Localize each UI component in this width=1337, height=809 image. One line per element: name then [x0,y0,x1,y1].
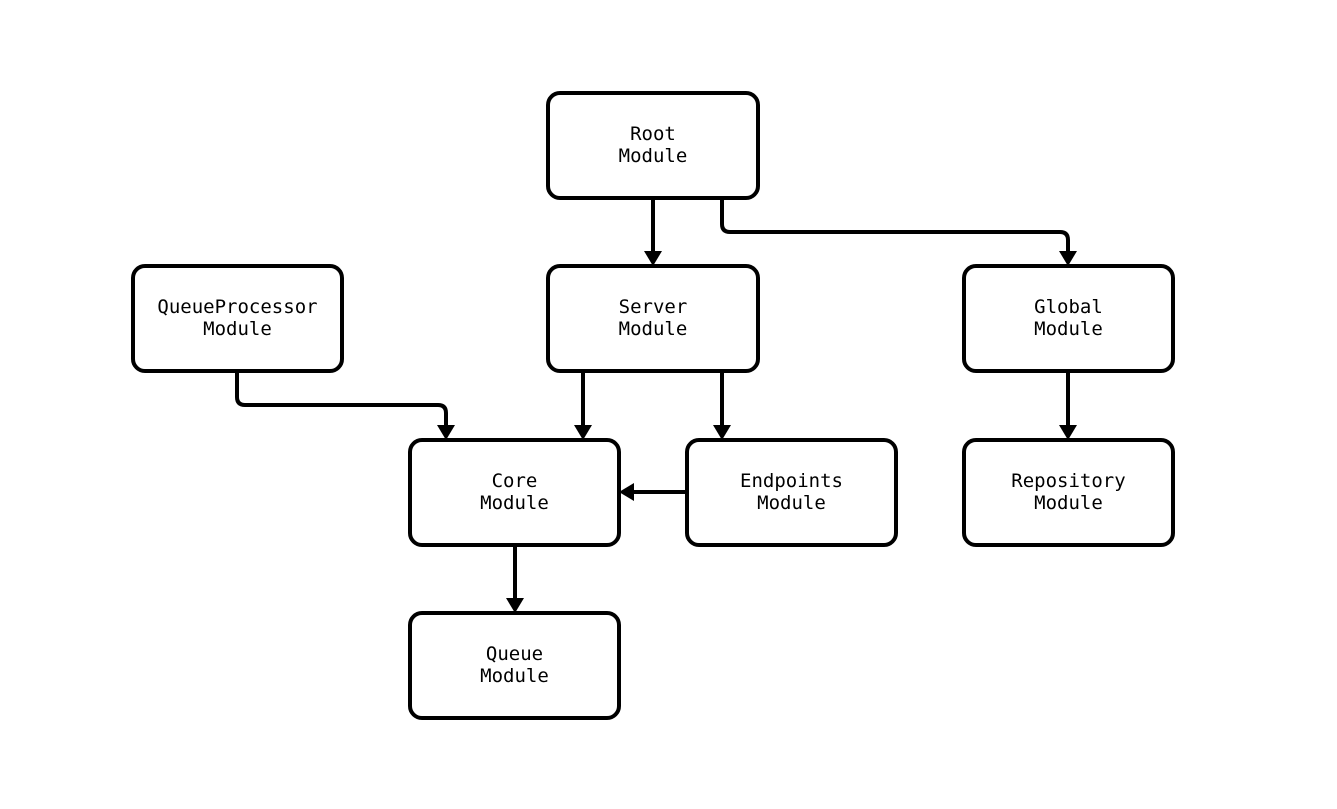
repository-module-node-box[interactable] [962,438,1175,547]
edge-root-to-global-line [720,198,1070,258]
edge-core-to-queue [506,545,524,613]
edge-endpoints-to-core-arrowhead-icon [619,483,634,501]
core-module-node-label-line1: Core [492,470,538,492]
queue-module-node-label-line2: Module [480,665,549,687]
global-module-node-label-line2: Module [1034,318,1103,340]
queueprocessor-module-node-box[interactable] [131,264,344,373]
queueprocessor-module-node-label-line2: Module [203,318,272,340]
edge-global-to-repository-arrowhead-icon [1059,425,1077,440]
endpoints-module-node-label-line1: Endpoints [740,470,843,492]
core-module-node-box[interactable] [408,438,621,547]
endpoints-module-node-box[interactable] [685,438,898,547]
edge-root-to-global [720,198,1077,266]
server-module-node-box[interactable] [546,264,760,373]
server-module-node-label-line1: Server [619,296,688,318]
edge-server-to-core-arrowhead-icon [574,425,592,440]
edge-endpoints-to-core [619,483,687,501]
edge-server-to-core [574,371,592,440]
queue-module-node-box[interactable] [408,611,621,720]
edges-layer [235,198,1077,613]
queue-module-node-label-line1: Queue [486,643,543,665]
edge-core-to-queue-arrowhead-icon [506,598,524,613]
queueprocessor-module-node-label-line1: QueueProcessor [157,296,317,318]
endpoints-module-node-label-line2: Module [757,492,826,514]
global-module-node-label-line1: Global [1034,296,1103,318]
root-module-node-label-line1: Root [630,123,676,145]
edge-server-to-endpoints [713,371,731,440]
edge-queueprocessor-to-core-arrowhead-icon [437,425,455,440]
edge-server-to-endpoints-arrowhead-icon [713,425,731,440]
edge-root-to-global-arrowhead-icon [1059,251,1077,266]
core-module-node-label-line2: Module [480,492,549,514]
edge-root-to-server [644,198,662,266]
edge-global-to-repository [1059,371,1077,440]
nodes-layer: RootModuleQueueProcessorModuleServerModu… [131,91,1175,720]
edge-root-to-server-arrowhead-icon [644,251,662,266]
repository-module-node-label-line1: Repository [1011,470,1125,492]
root-module-node-label-line2: Module [619,145,688,167]
global-module-node-box[interactable] [962,264,1175,373]
root-module-node-box[interactable] [546,91,760,200]
repository-module-node-label-line2: Module [1034,492,1103,514]
edge-queueprocessor-to-core [235,371,455,440]
edge-queueprocessor-to-core-line [235,371,448,432]
server-module-node-label-line2: Module [619,318,688,340]
